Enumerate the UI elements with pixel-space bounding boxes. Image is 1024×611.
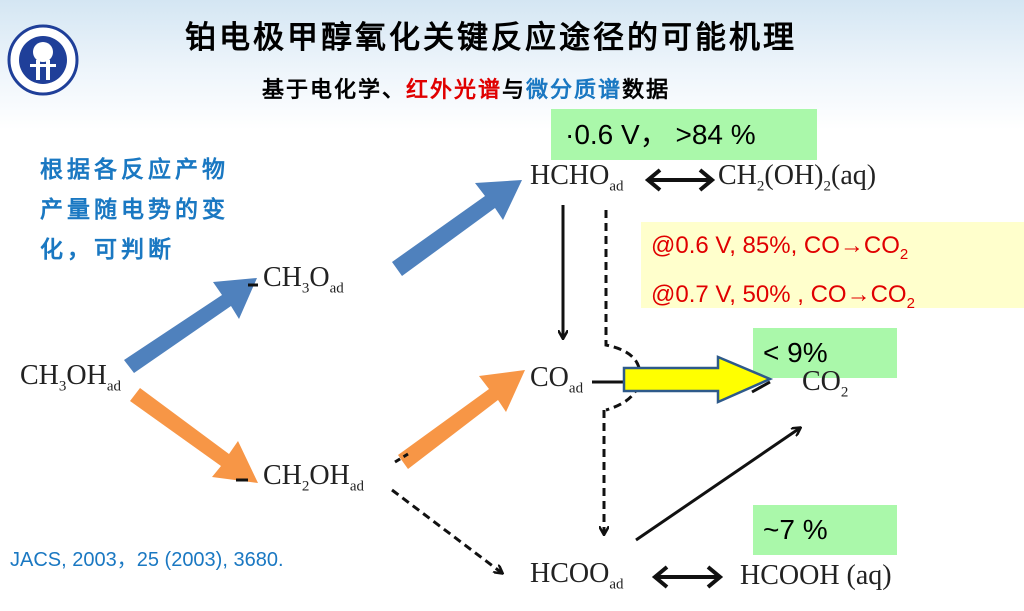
university-logo	[7, 24, 79, 96]
species-hcooh: HCOOH (aq)	[740, 560, 892, 591]
subtitle-ms: 微分质谱	[526, 77, 623, 103]
subtitle-part: 与	[502, 77, 527, 103]
arrow-hcoo-to-co2	[635, 428, 800, 542]
double-arrow-hcoo	[651, 565, 724, 589]
dashed-path-hcho-to-hcoo	[604, 210, 642, 412]
note-line: 产量随电势的变	[40, 197, 229, 223]
arrow-ch3oh-to-ch2oh	[130, 388, 258, 483]
species-ch2oh: CH2OHad	[263, 460, 365, 495]
subtitle-part: 基于电化学、	[262, 77, 407, 103]
subtitle-part: 数据	[622, 77, 671, 103]
co-line-2: @0.7 V, 50% , CO→CO2	[651, 280, 915, 312]
dashed-arrow-ch2oh-to-hcoo	[391, 488, 502, 573]
reference-citation: JACS, 2003，25 (2003), 3680.	[10, 549, 284, 571]
co2-yield-box: < 9%	[753, 328, 897, 378]
double-arrow-hcho	[644, 168, 716, 192]
arrow-ch2oh-to-co	[398, 370, 525, 469]
species-co2: CO2	[802, 366, 849, 401]
species-ch3oh: CH3OHad	[20, 360, 122, 395]
subtitle-ir: 红外光谱	[406, 77, 503, 103]
species-methylene-glycol: CH2(OH)2(aq)	[718, 160, 877, 195]
species-co: COad	[530, 362, 584, 397]
arrow-ch3oh-to-ch3o	[124, 278, 257, 373]
species-ch3o: CH3Oad	[263, 262, 344, 297]
stub-co2	[751, 380, 771, 394]
dashed-stub-ch2oh	[394, 452, 409, 464]
co-conversion-box: @0.6 V, 85%, CO→CO2 @0.7 V, 50% , CO→CO2	[641, 222, 1024, 312]
page-title: 铂电极甲醇氧化关键反应途径的可能机理	[185, 20, 797, 56]
left-note: 根据各反应产物 产量随电势的变 化，可判断	[40, 150, 229, 270]
co-line-1: @0.6 V, 85%, CO→CO2	[651, 232, 909, 263]
hcho-yield-box: ·0.6 V， >84 %	[551, 109, 817, 160]
note-line: 根据各反应产物	[40, 157, 229, 183]
note-line: 化，可判断	[40, 237, 175, 263]
page-subtitle: 基于电化学、红外光谱与微分质谱数据	[262, 72, 670, 104]
arrow-ch3o-to-hcho	[392, 180, 522, 276]
species-hcoo: HCOOad	[530, 558, 624, 593]
species-hcho: HCHOad	[530, 160, 624, 195]
hcooh-yield-box: ~7 %	[753, 505, 897, 555]
